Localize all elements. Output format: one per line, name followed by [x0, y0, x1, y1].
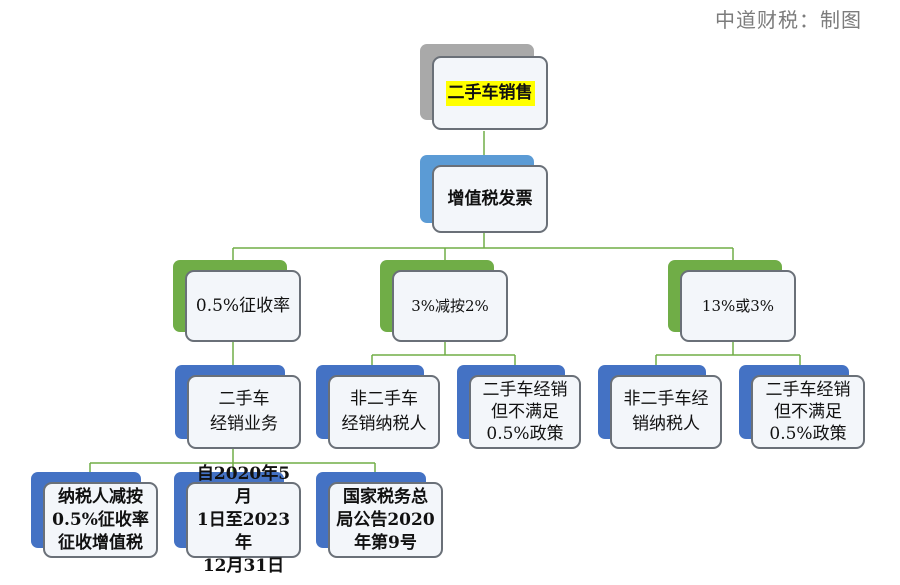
- line: 非二手车: [350, 389, 418, 409]
- rate-node-box: 0.5%征收率: [185, 270, 301, 342]
- line: 非二手车经: [623, 389, 709, 409]
- root-node: 二手车销售: [420, 44, 550, 132]
- rate-node-label: 0.5%征收率: [195, 295, 291, 316]
- rate-node-box: 3%减按2%: [392, 270, 508, 342]
- line: 但不满足: [491, 402, 559, 422]
- rate-node-13-or-3: 13%或3%: [668, 260, 798, 344]
- invoice-node-label: 增值税发票: [447, 188, 533, 209]
- root-node-label: 二手车销售: [445, 80, 535, 106]
- rate-node-half-percent: 0.5%征收率: [173, 260, 303, 344]
- rate-node-label: 3%减按2%: [411, 296, 489, 315]
- line: 0.5%征收率: [52, 509, 149, 530]
- rate-node-3-to-2: 3%减按2%: [380, 260, 510, 344]
- root-node-box: 二手车销售: [432, 56, 548, 130]
- line: 纳税人减按: [57, 486, 143, 507]
- node-box: 非二手车经销纳税人: [328, 375, 440, 449]
- line: 0.5%政策: [769, 424, 847, 444]
- non-dealer-taxpayer-node: 非二手车经销纳税人: [598, 365, 724, 451]
- line: 自2020年5月: [196, 463, 291, 507]
- dealer-business-node: 二手车经销业务: [175, 365, 303, 451]
- line: 12月31日: [202, 555, 285, 576]
- line: 但不满足: [774, 402, 842, 422]
- credit-caption: 中道财税：制图: [715, 8, 862, 32]
- invoice-node: 增值税发票: [420, 155, 550, 235]
- line: 销纳税人: [632, 414, 700, 434]
- rate-node-label: 13%或3%: [701, 296, 775, 315]
- line: 征收增值税: [57, 532, 143, 553]
- line: 1日至2023年: [196, 509, 291, 553]
- line: 经销纳税人: [341, 414, 427, 434]
- line: 二手车经销: [765, 380, 851, 400]
- line: 二手车经销: [482, 380, 568, 400]
- line: 二手车: [218, 389, 270, 409]
- invoice-node-box: 增值税发票: [432, 165, 548, 233]
- line: 局公告2020: [336, 509, 435, 530]
- line: 经销业务: [210, 414, 278, 434]
- node-box: 非二手车经销纳税人: [610, 375, 722, 449]
- line: 国家税务总: [342, 486, 428, 507]
- rate-node-box: 13%或3%: [680, 270, 796, 342]
- line: 年第9号: [354, 532, 417, 553]
- line: 0.5%政策: [486, 424, 564, 444]
- node-box: 二手车经销业务: [187, 375, 301, 449]
- non-dealer-taxpayer-node: 非二手车经销纳税人: [316, 365, 442, 451]
